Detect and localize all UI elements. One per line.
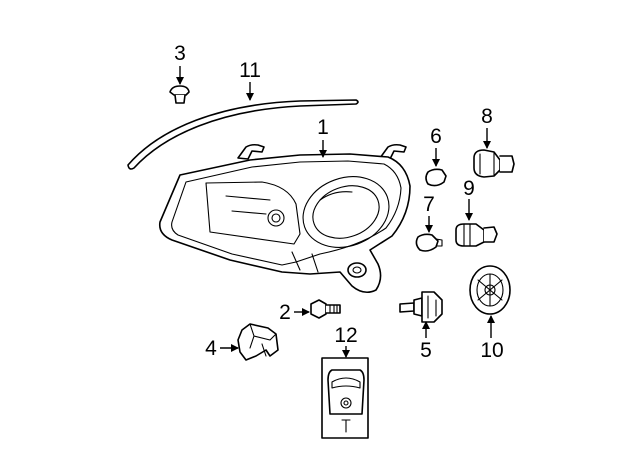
part-1-headlamp-assembly xyxy=(158,143,411,294)
callout-1: 1 xyxy=(317,116,329,139)
part-7-bulb xyxy=(415,233,443,252)
part-10-cap xyxy=(469,265,511,315)
part-12-kit xyxy=(321,357,369,439)
part-8-socket xyxy=(473,149,515,178)
part-9-socket xyxy=(455,223,498,247)
part-2-bolt xyxy=(310,299,341,319)
part-6-bulb xyxy=(425,168,447,187)
callout-6: 6 xyxy=(430,125,442,148)
part-3-clip xyxy=(169,85,190,104)
part-11-trim-strip xyxy=(127,99,359,170)
callout-arrows xyxy=(176,66,495,358)
callout-8: 8 xyxy=(481,105,493,128)
callout-2: 2 xyxy=(279,301,291,324)
part-5-halogen-bulb xyxy=(399,291,443,323)
callout-9: 9 xyxy=(463,177,475,200)
callout-7: 7 xyxy=(423,193,435,216)
callout-5: 5 xyxy=(420,339,432,362)
part-4-bracket xyxy=(237,323,279,361)
callout-12: 12 xyxy=(334,324,357,347)
callout-3: 3 xyxy=(174,42,186,65)
callout-4: 4 xyxy=(205,337,217,360)
callout-11: 11 xyxy=(239,59,261,82)
callout-10: 10 xyxy=(480,339,503,362)
